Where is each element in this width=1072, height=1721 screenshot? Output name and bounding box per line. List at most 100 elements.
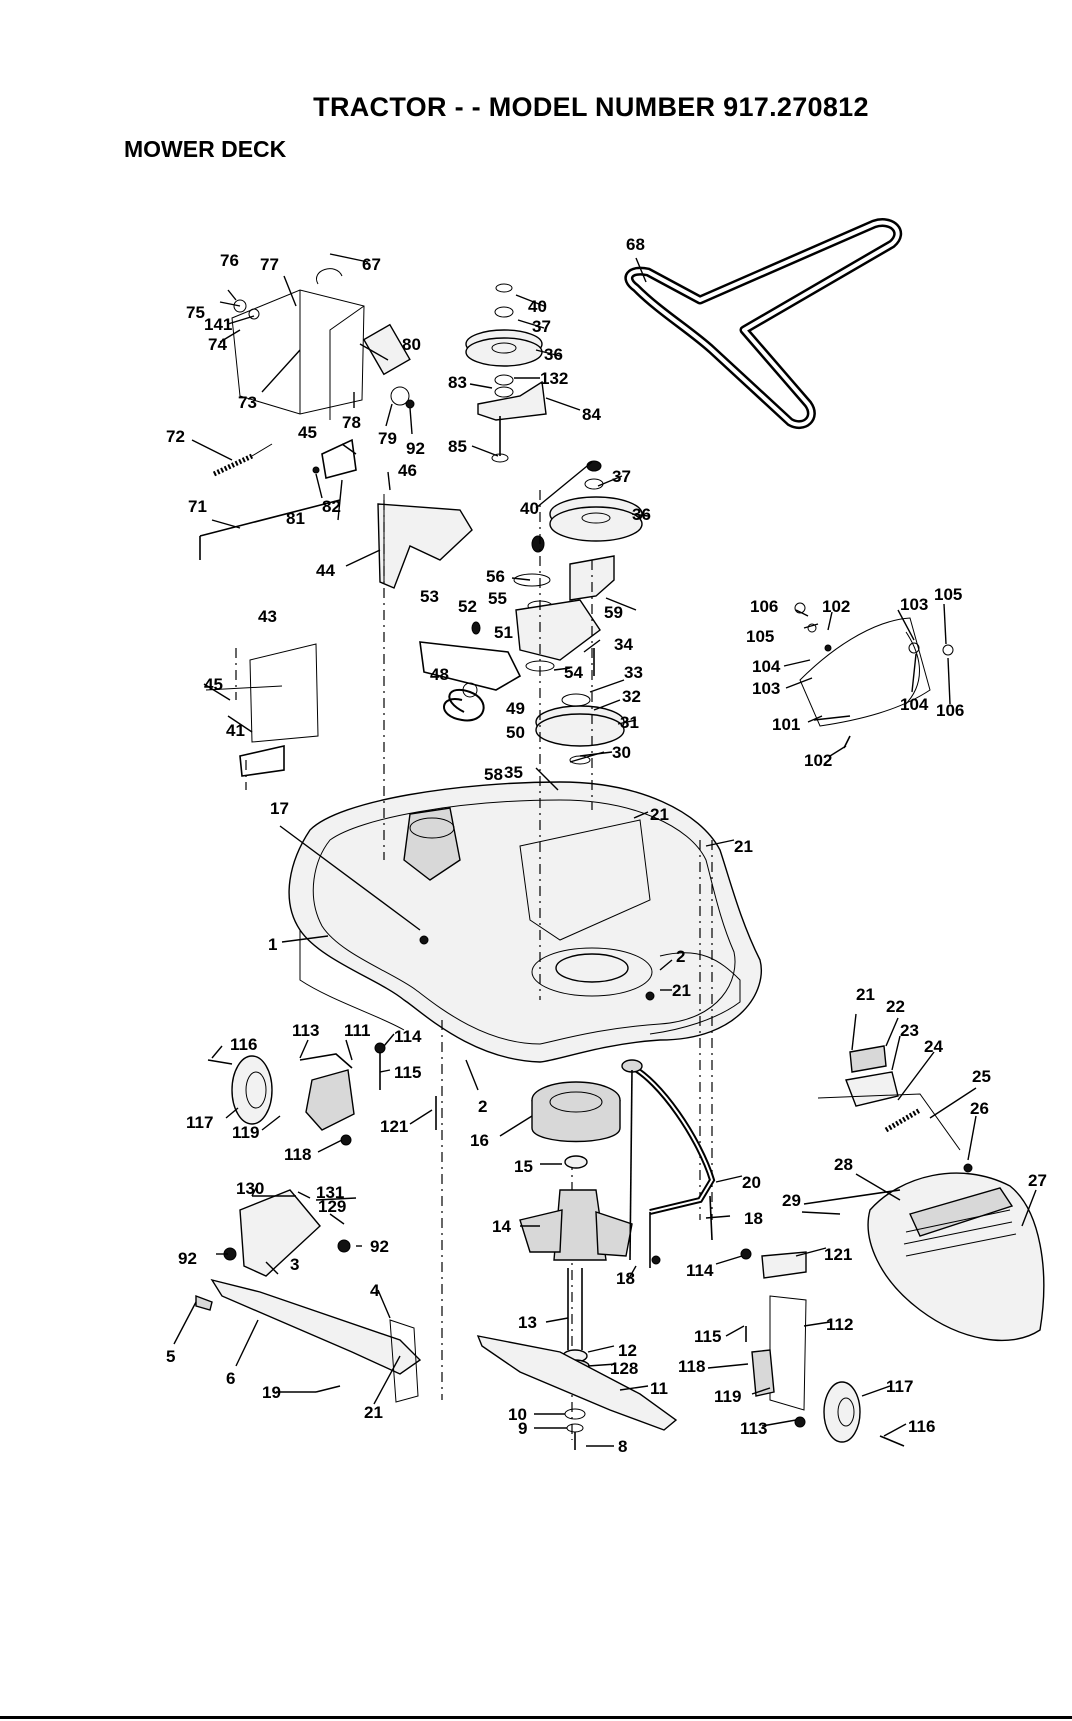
callout-label: 2 — [676, 947, 685, 966]
callout-label: 106 — [936, 701, 964, 720]
callout-label: 30 — [612, 743, 631, 762]
callout-label: 14 — [492, 1217, 511, 1236]
callout-label: 101 — [772, 715, 800, 734]
callout-label: 11 — [650, 1379, 668, 1398]
callout-label: 113 — [292, 1021, 319, 1040]
callout-label: 116 — [230, 1035, 257, 1054]
callout-label: 40 — [528, 297, 547, 316]
callout-label: 83 — [448, 373, 467, 392]
main-spindle-pulley — [531, 460, 643, 601]
callout-label: 37 — [532, 317, 551, 336]
callout-label: 103 — [900, 595, 928, 614]
lift-arm — [377, 494, 473, 589]
callout-label: 53 — [420, 587, 439, 606]
callout-label: 72 — [166, 427, 185, 446]
callout-label: 77 — [260, 255, 279, 274]
rear-bracket-assembly — [794, 602, 954, 749]
callout-label: 119 — [714, 1387, 741, 1406]
callout-label: 43 — [258, 607, 277, 626]
callout-label: 45 — [204, 675, 223, 694]
callout-label: 92 — [370, 1237, 389, 1256]
callout-label: 22 — [886, 997, 905, 1016]
callout-label: 113 — [740, 1419, 767, 1438]
callout-label: 4 — [370, 1281, 380, 1300]
callout-label: 115 — [694, 1327, 721, 1346]
callout-label: 29 — [782, 1191, 801, 1210]
callout-label: 114 — [394, 1027, 422, 1046]
callout-label: 32 — [622, 687, 641, 706]
callout-label: 85 — [448, 437, 467, 456]
callout-label: 81 — [286, 509, 305, 528]
callout-label: 68 — [626, 235, 645, 254]
section-title: MOWER DECK — [124, 136, 287, 162]
belt-guide — [621, 1059, 716, 1268]
front-bracket-assembly — [231, 268, 415, 420]
callout-label: 58 — [484, 765, 503, 784]
mower-deck-housing — [288, 781, 762, 1063]
blade-spindle-assembly — [476, 1081, 678, 1450]
callout-label: 33 — [624, 663, 643, 682]
side-bracket — [205, 643, 319, 777]
callout-label: 21 — [734, 837, 753, 856]
callout-label: 129 — [318, 1197, 346, 1216]
callout-label: 105 — [934, 585, 962, 604]
drive-belt — [624, 218, 903, 430]
callout-label: 40 — [520, 499, 539, 518]
callout-label: 104 — [900, 695, 929, 714]
callout-label: 45 — [298, 423, 317, 442]
callout-label: 28 — [834, 1155, 853, 1174]
callout-label: 6 — [226, 1369, 235, 1388]
callout-label: 48 — [430, 665, 449, 684]
callout-label: 54 — [564, 663, 583, 682]
callout-label: 103 — [752, 679, 780, 698]
callout-label: 18 — [744, 1209, 763, 1228]
callout-label: 24 — [924, 1037, 943, 1056]
callout-label: 132 — [540, 369, 568, 388]
callout-label: 26 — [970, 1099, 989, 1118]
callout-label: 105 — [746, 627, 774, 646]
callout-label: 121 — [824, 1245, 852, 1264]
page-title: TRACTOR - - MODEL NUMBER 917.270812 — [313, 92, 869, 122]
callout-label: 36 — [544, 345, 563, 364]
callout-label: 18 — [616, 1269, 635, 1288]
callout-label: 111 — [344, 1021, 371, 1040]
callout-label: 25 — [972, 1067, 991, 1086]
callout-label: 1 — [268, 935, 277, 954]
callout-label: 21 — [650, 805, 669, 824]
callout-label: 102 — [804, 751, 832, 770]
callout-label: 75 — [186, 303, 205, 322]
callout-label: 27 — [1028, 1171, 1047, 1190]
callout-label: 49 — [506, 699, 525, 718]
left-gauge-wheel — [207, 1042, 437, 1146]
callout-label: 3 — [290, 1255, 299, 1274]
callout-label: 116 — [908, 1417, 935, 1436]
callout-label: 115 — [394, 1063, 421, 1082]
callout-label: 21 — [672, 981, 691, 1000]
leader-lines — [173, 253, 1037, 1447]
callout-label: 34 — [614, 635, 633, 654]
callout-label: 52 — [458, 597, 477, 616]
callout-label: 5 — [166, 1347, 175, 1366]
callout-label: 35 — [504, 763, 523, 782]
callout-label: 118 — [678, 1357, 705, 1376]
callout-label: 50 — [506, 723, 525, 742]
callout-label: 12 — [618, 1341, 637, 1360]
callout-label: 15 — [514, 1157, 533, 1176]
callout-label: 104 — [752, 657, 781, 676]
callout-label: 71 — [188, 497, 207, 516]
callout-label: 118 — [284, 1145, 311, 1164]
callout-label: 84 — [582, 405, 601, 424]
callout-label: 112 — [826, 1315, 853, 1334]
callout-label: 56 — [486, 567, 505, 586]
callout-label: 19 — [262, 1383, 281, 1402]
callout-label: 80 — [402, 335, 421, 354]
callout-label: 20 — [742, 1173, 761, 1192]
callout-label: 102 — [822, 597, 850, 616]
callout-label: 78 — [342, 413, 361, 432]
callout-label: 9 — [518, 1419, 527, 1438]
callout-label: 73 — [238, 393, 257, 412]
callout-label: 79 — [378, 429, 397, 448]
callout-label: 114 — [686, 1261, 714, 1280]
callout-label: 23 — [900, 1021, 919, 1040]
